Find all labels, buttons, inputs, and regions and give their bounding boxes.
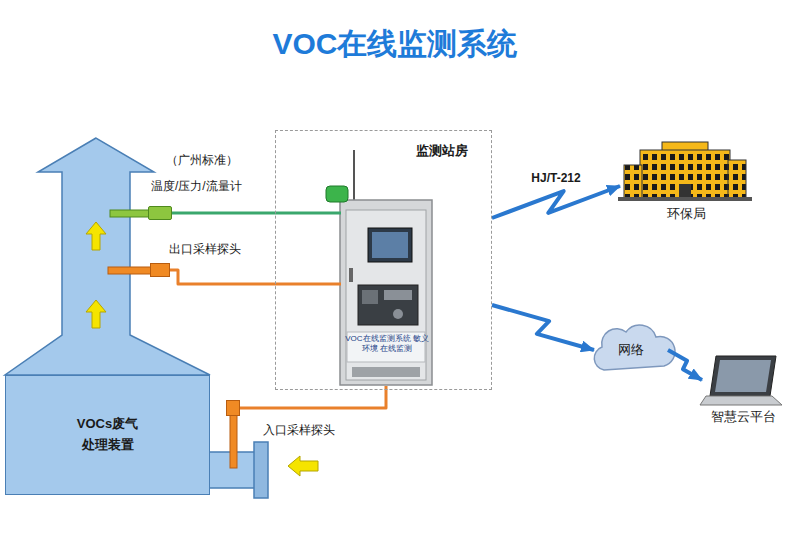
analyzer-cabinet: VOC在线监测系统 敏义环境 在线监测 <box>341 201 433 386</box>
node-label: 网络 <box>618 342 644 359</box>
building-door <box>679 184 691 198</box>
building-ground <box>618 197 752 201</box>
treatment-unit: VOCs废气 处理装置 <box>5 375 210 495</box>
flow-arrow <box>86 222 106 250</box>
cabinet-screen <box>368 228 412 262</box>
data-link-bolt <box>492 186 620 218</box>
pipe-flange <box>254 442 268 498</box>
node-label: 监测站房 <box>416 143 468 160</box>
door-handle <box>349 268 353 282</box>
cabinet-body <box>340 200 432 385</box>
chimney-stack <box>5 138 210 375</box>
flow-arrow <box>86 300 106 328</box>
analyzer-part <box>362 290 378 304</box>
data-link-bolt <box>668 350 702 380</box>
building-wing <box>624 165 642 198</box>
sample-line <box>170 270 341 284</box>
analyzer-part <box>393 309 403 319</box>
epa-building: 环保局 <box>620 140 752 228</box>
node-label: 温度/压力/流量计 <box>151 179 242 195</box>
signal-line <box>172 212 341 215</box>
cloud-platform-laptop: 智慧云平台 <box>702 350 784 430</box>
status-beacon <box>326 186 348 202</box>
node-label: VOCs废气 处理装置 <box>72 414 144 456</box>
node-label: （广州标准） <box>166 153 238 169</box>
probe-shaft <box>230 414 237 468</box>
diagram-title: VOC在线监测系统 <box>272 26 517 62</box>
cabinet-vent <box>352 367 420 377</box>
node-label: 出口采样探头 <box>169 242 241 258</box>
screen-display <box>372 232 408 258</box>
laptop-display <box>715 360 771 392</box>
inflow-arrow <box>288 456 318 476</box>
building-wing <box>728 160 746 198</box>
laptop-base <box>700 396 782 405</box>
node-label: 环保局 <box>667 206 706 223</box>
node-label: 入口采样探头 <box>263 423 335 439</box>
temperature-probe: （广州标准）温度/压力/流量计 <box>148 206 172 220</box>
cabinet-door <box>346 210 426 380</box>
network-cloud-box: 网络 <box>594 322 668 378</box>
inlet-probe: 入口采样探头 <box>226 400 240 416</box>
laptop-screen <box>710 356 776 396</box>
building-block <box>640 150 730 198</box>
probe-shaft <box>110 210 150 217</box>
monitoring-room: VOC在线监测系统 敏义环境 在线监测 监测站房 <box>275 130 492 390</box>
probe-shaft <box>108 267 152 274</box>
outlet-probe: 出口采样探头 <box>150 263 170 277</box>
analyzer-part <box>384 290 412 300</box>
analyzer-module <box>358 285 418 325</box>
network-cloud <box>594 325 675 370</box>
node-label: 智慧云平台 <box>711 409 776 426</box>
node-label: VOC在线监测系统 敏义环境 在线监测 <box>345 334 429 354</box>
antenna <box>353 150 355 200</box>
protocol-label: HJ/T-212 <box>529 171 582 187</box>
data-link-bolt <box>492 305 594 350</box>
